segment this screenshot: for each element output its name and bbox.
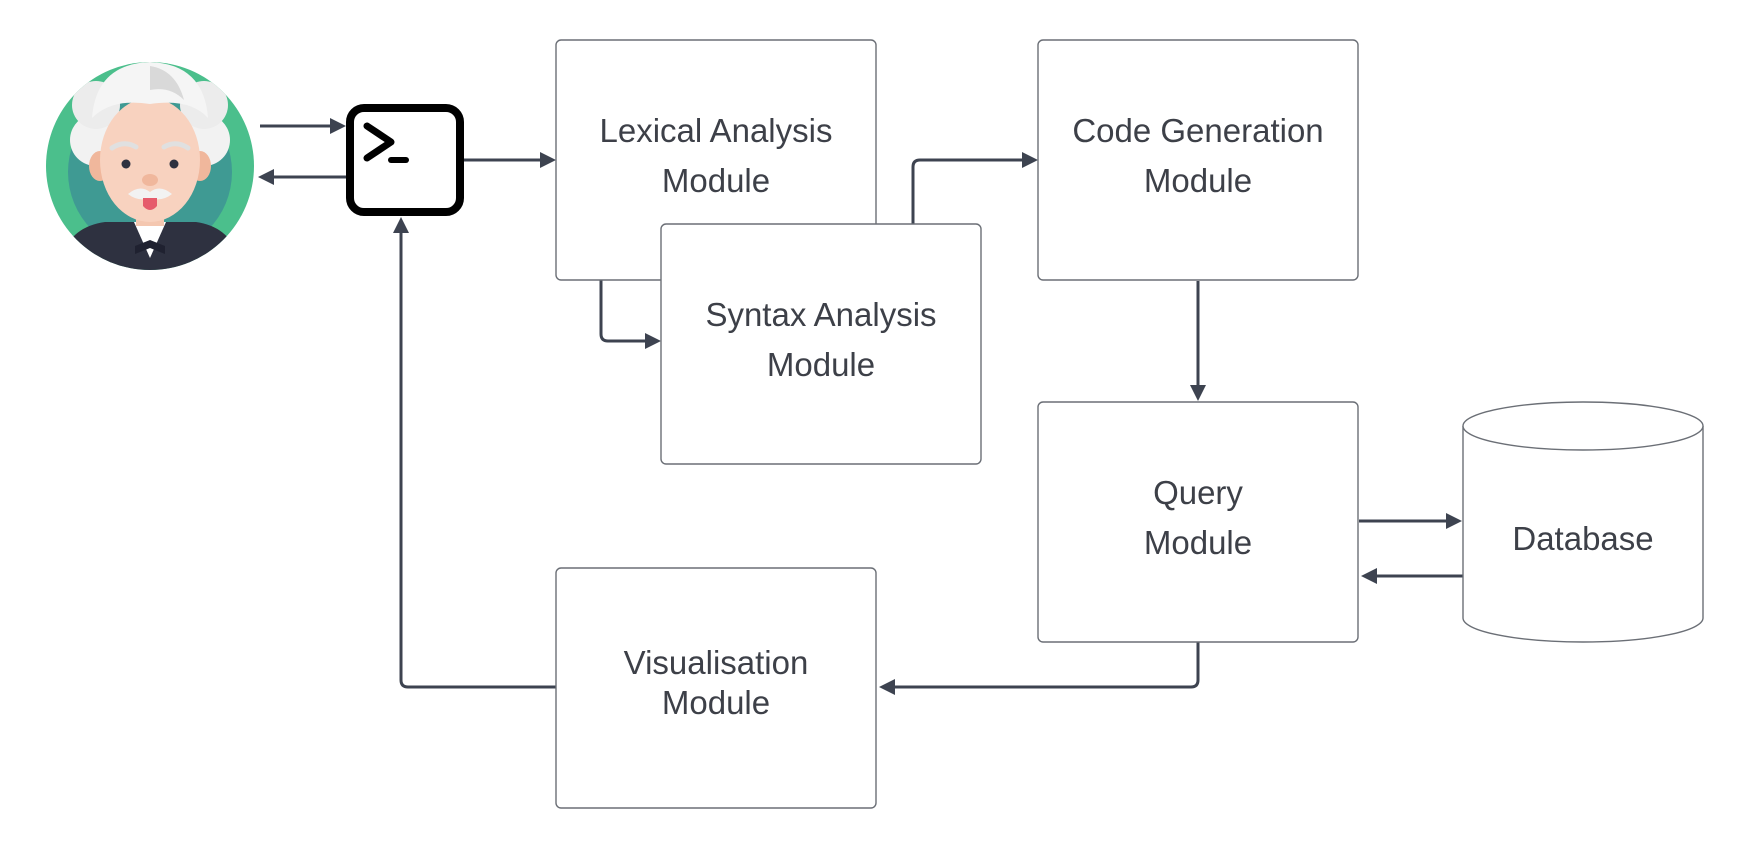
connectors (258, 118, 1465, 695)
arrowhead (1022, 152, 1038, 168)
syntax-analysis-label: Syntax Analysis (705, 296, 936, 333)
code-generation-module[interactable]: Code Generation Module (1037, 39, 1359, 281)
visualisation-to-terminal-arrow (399, 230, 556, 689)
arrowhead (330, 118, 346, 134)
code-generation-sublabel: Module (1144, 162, 1252, 199)
lexical-analysis-sublabel: Module (662, 162, 770, 199)
query-label: Query (1153, 474, 1243, 511)
lexical-analysis-module[interactable]: Lexical Analysis Module (555, 39, 877, 281)
arrowhead (540, 152, 556, 168)
arrowhead (1361, 568, 1377, 584)
visualisation-sublabel: Module (662, 684, 770, 721)
query-to-visualisation-arrow (892, 642, 1200, 689)
arrowhead (1190, 385, 1206, 401)
query-module[interactable]: Query Module (1037, 401, 1359, 643)
lexical-to-syntax-arrow (599, 280, 651, 343)
arrowhead (258, 169, 274, 185)
visualisation-module[interactable]: Visualisation Module (555, 567, 877, 809)
arrowhead (879, 679, 895, 695)
user-avatar-icon (46, 62, 254, 270)
syntax-analysis-module[interactable]: Syntax Analysis Module (660, 223, 982, 465)
database-cylinder[interactable]: Database (1462, 401, 1704, 643)
syntax-to-codegen-arrow (911, 158, 1030, 224)
query-sublabel: Module (1144, 524, 1252, 561)
visualisation-label: Visualisation (624, 644, 809, 681)
lexical-analysis-label: Lexical Analysis (600, 112, 833, 149)
arrowhead (393, 217, 409, 233)
arrowhead (645, 333, 661, 349)
syntax-analysis-sublabel: Module (767, 346, 875, 383)
arrowheads (258, 118, 1462, 695)
code-generation-label: Code Generation (1072, 112, 1323, 149)
arrowhead (1446, 513, 1462, 529)
terminal-icon (346, 104, 464, 216)
database-label: Database (1512, 520, 1653, 557)
